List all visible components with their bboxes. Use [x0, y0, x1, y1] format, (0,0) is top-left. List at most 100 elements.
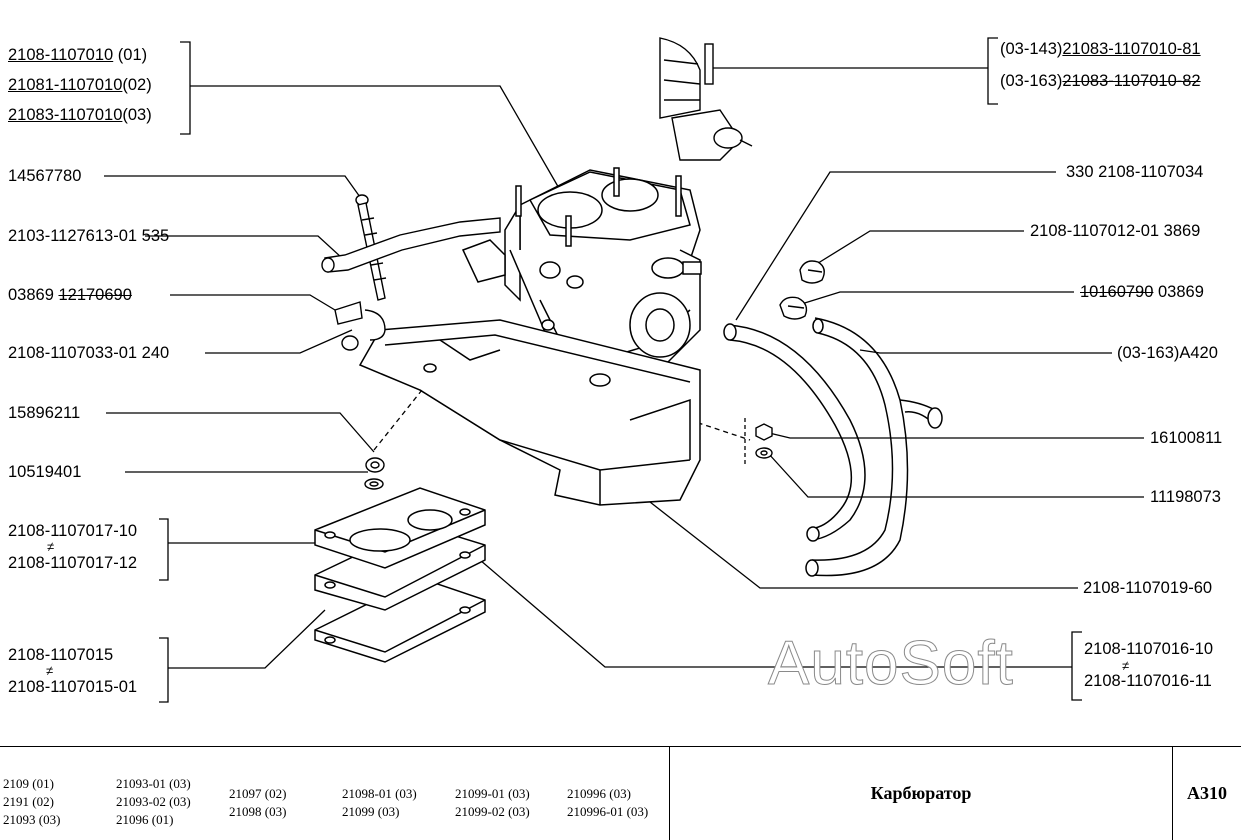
bracket-gasket-right [1071, 631, 1082, 701]
label-81-code: 21083-1107010-81 [1062, 40, 1201, 58]
leader-carb [190, 85, 561, 191]
diagram-drawing [104, 37, 1144, 703]
model-col-5: 21099-01 (03) 21099-02 (03) [455, 785, 530, 821]
label-2108-1107017-12: 2108-1107017-12 [8, 554, 138, 572]
model-entry: 210996 (03) [567, 786, 631, 801]
divider [669, 747, 670, 840]
footer-title-block: 2109 (01) 2191 (02) 21093 (03) 21093-01 … [0, 746, 1241, 840]
label-330: 330 2108-1107034 [1066, 163, 1204, 181]
label-2108-1107015-01: 2108-1107015-01 [8, 678, 138, 696]
sheet-code: A310 [1187, 783, 1227, 803]
nut-washer-right [755, 423, 773, 459]
label-2108-1107016-10: 2108-1107016-10 [1084, 640, 1214, 658]
label-carb-02: 21081-1107010(02) [8, 74, 152, 96]
model-entry: 21097 (02) [229, 786, 287, 801]
leader-gasket-right [479, 559, 1072, 668]
leader-hose [145, 235, 343, 259]
label-2108-1107015: 2108-1107015 [8, 646, 114, 664]
heat-shield [358, 319, 701, 506]
leader-ring [205, 329, 353, 354]
leader-gasket-bottom [168, 609, 326, 669]
model-entry: 21098 (03) [229, 804, 287, 819]
model-col-3: 21097 (02) 21098 (03) [229, 785, 286, 821]
label-2108-1107016-11: 2108-1107016-11 [1084, 672, 1212, 690]
bracket-carb-alt [987, 37, 998, 105]
label-2103-1127613: 2103-1127613-01 535 [8, 227, 170, 245]
model-entry: 210996-01 (03) [567, 804, 649, 819]
carb-fragment [659, 37, 753, 161]
label-carb-01-code: 2108-1107010 [8, 46, 114, 64]
hose-a420 [805, 317, 943, 577]
bracket-gasket-lower [159, 637, 169, 703]
label-11198073: 11198073 [1150, 488, 1221, 506]
label-16100811: 16100811 [1150, 429, 1223, 447]
label-82-code: 21083-1107010-82 [1062, 72, 1201, 90]
label-10519401: 10519401 [8, 463, 82, 481]
leader-hose-right [859, 349, 1112, 354]
label-carb-02-variant: (02) [122, 76, 152, 94]
leader-14567780 [104, 175, 361, 198]
leader-15896211 [106, 412, 375, 453]
leader-16100811 [764, 431, 1144, 439]
model-entry: 21096 (01) [116, 812, 174, 827]
sheet-title: Карбюратор [870, 783, 972, 803]
label-carb-02-code: 21081-1107010 [8, 76, 123, 94]
label-carb-03: 21083-1107010(03) [8, 104, 152, 126]
leader-clip-upper [814, 230, 1024, 266]
label-carb-01-variant: (01) [113, 46, 148, 64]
watermark: AutoSoft [768, 629, 1014, 699]
label-2108-1107019-60: 2108-1107019-60 [1083, 579, 1213, 597]
label-14567780: 14567780 [8, 167, 82, 185]
label-15896211: 15896211 [8, 404, 81, 422]
label-2108-1107033: 2108-1107033-01 240 [8, 344, 170, 362]
not-equal-sign: ≠ [1122, 658, 1130, 673]
model-entry: 21099-01 (03) [455, 786, 530, 801]
bracket-gasket-upper [159, 518, 169, 581]
not-equal-sign: ≠ [47, 539, 55, 554]
label-03869-code: 12170690 [58, 286, 132, 304]
carburetor-diagram: 2108-1107010 (01) 21081-1107010(02) 2108… [8, 37, 1223, 703]
model-col-1: 2109 (01) 2191 (02) 21093 (03) [3, 775, 60, 829]
clamp-left [334, 301, 386, 351]
leader-11198073 [767, 452, 1144, 498]
model-entry: 21093 (03) [3, 812, 61, 827]
hose-clips [779, 260, 825, 320]
model-entry: 21093-01 (03) [116, 776, 191, 791]
model-col-6: 210996 (03) 210996-01 (03) [567, 785, 648, 821]
label-carb-03-code: 21083-1107010 [8, 106, 123, 124]
label-03869-prefix: 03869 [8, 286, 59, 304]
leader-clamp-left [170, 294, 346, 317]
label-a420: (03-163)A420 [1117, 344, 1218, 362]
label-carb-03-variant: (03) [122, 106, 152, 124]
model-entry: 21099 (03) [342, 804, 400, 819]
model-col-2: 21093-01 (03) 21093-02 (03) 21096 (01) [116, 775, 191, 829]
label-2108-1107012-01: 2108-1107012-01 3869 [1030, 222, 1201, 240]
bracket-carb-variants [180, 41, 191, 135]
gasket-stack [314, 487, 486, 663]
label-21083-1107010-81: (03-143)21083-1107010-81 [1000, 38, 1201, 60]
label-10160790: 10160790 03869 [1080, 281, 1204, 303]
model-entry: 21098-01 (03) [342, 786, 417, 801]
model-col-4: 21098-01 (03) 21099 (03) [342, 785, 417, 821]
washers-left [364, 457, 385, 490]
label-81-prefix: (03-143) [1000, 40, 1063, 58]
label-carb-01: 2108-1107010 (01) [8, 44, 147, 66]
leader-clip-lower [794, 291, 1074, 307]
divider [1172, 747, 1173, 840]
carb-body [461, 167, 702, 386]
leader-heat-shield [649, 501, 1078, 589]
label-10160790-code: 10160790 [1080, 283, 1154, 301]
model-entry: 21093-02 (03) [116, 794, 191, 809]
not-equal-sign: ≠ [46, 663, 54, 678]
label-2108-1107017-10: 2108-1107017-10 [8, 522, 138, 540]
label-21083-1107010-82: (03-163)21083-1107010-82 [1000, 70, 1201, 92]
label-82-prefix: (03-163) [1000, 72, 1063, 90]
label-10160790-suffix: 03869 [1153, 283, 1204, 301]
model-entry: 2191 (02) [3, 794, 54, 809]
model-entry: 21099-02 (03) [455, 804, 530, 819]
leader-330 [735, 171, 1056, 321]
label-03869: 03869 12170690 [8, 284, 132, 306]
hose-small [321, 217, 501, 273]
hose-330 [723, 323, 866, 542]
guide-stud [373, 379, 431, 451]
